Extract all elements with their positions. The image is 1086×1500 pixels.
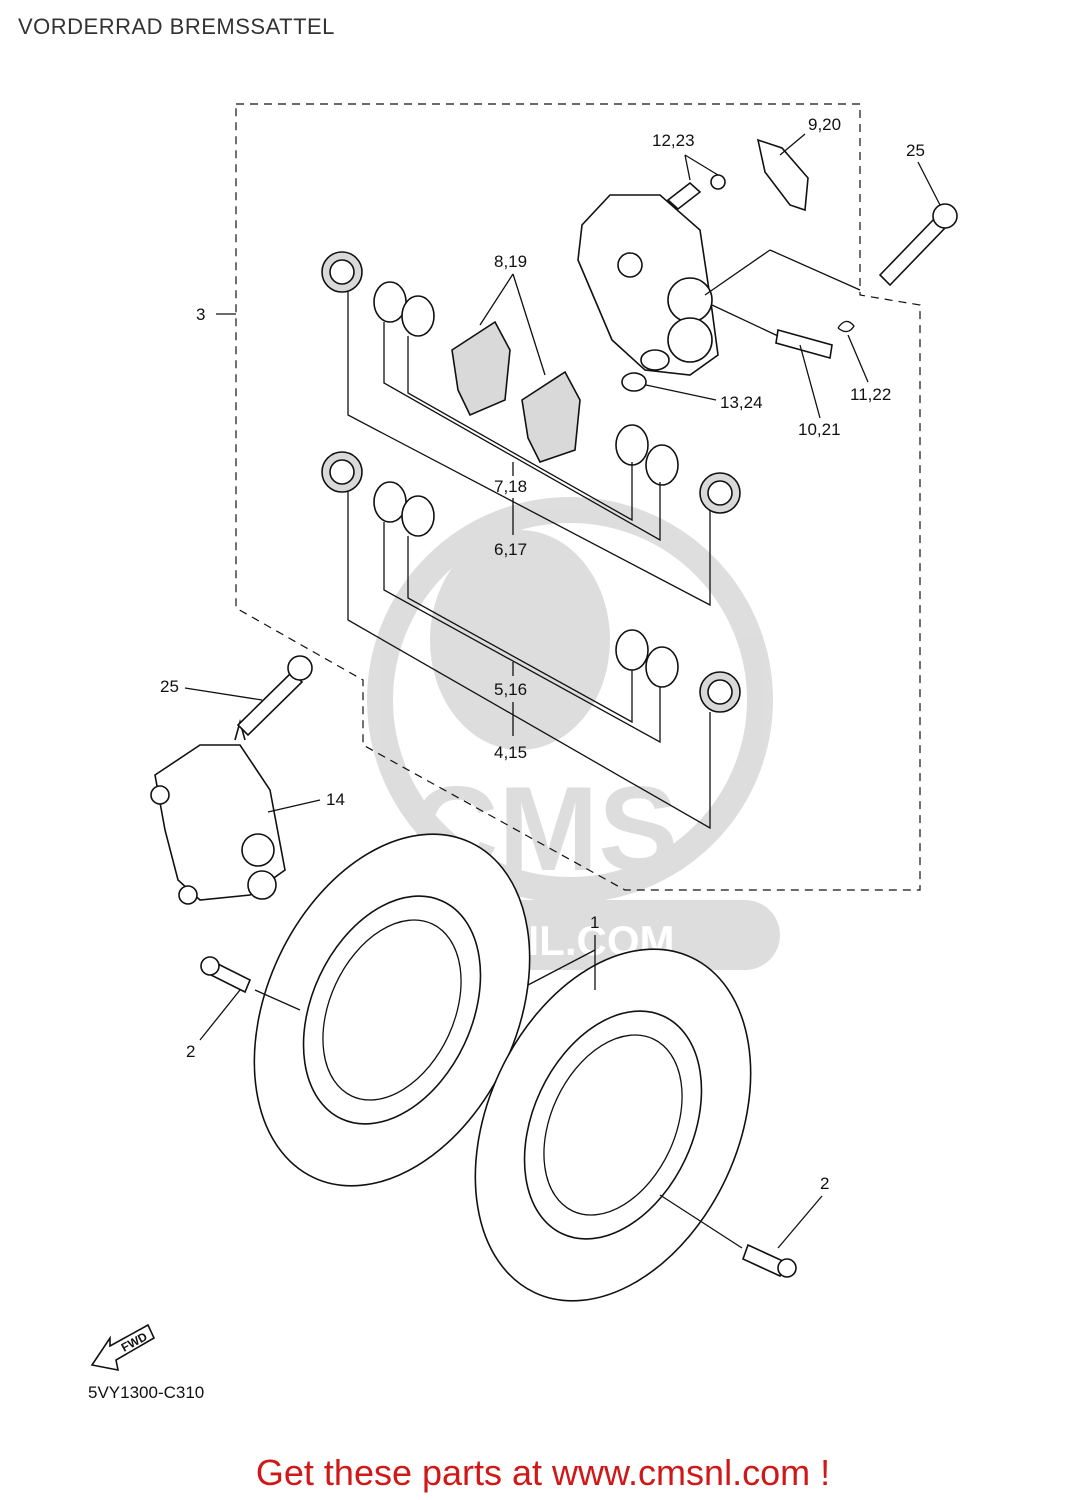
brake-disc-left [253, 833, 531, 1187]
disc-bolt-right [742, 1243, 797, 1278]
callout-7-18[interactable]: 7,18 [494, 477, 527, 496]
caliper-bolt-top [878, 203, 958, 287]
disc-bolt-left [200, 956, 252, 994]
callout-1[interactable]: 1 [590, 913, 599, 932]
callout-4-15[interactable]: 4,15 [494, 743, 527, 762]
callout-3[interactable]: 3 [196, 305, 205, 324]
caliper-bushing [621, 372, 647, 392]
brake-pads [451, 320, 581, 463]
pin-clip [837, 320, 855, 333]
pad-spring [756, 138, 809, 212]
callout-10-21[interactable]: 10,21 [798, 420, 841, 439]
assembly-outline [235, 103, 921, 891]
diagram-code: 5VY1300-C310 [88, 1383, 205, 1402]
caliper-body-top [577, 194, 719, 376]
caliper-bolt-left [236, 655, 313, 737]
callout-11-22[interactable]: 11,22 [850, 385, 891, 404]
callout-12-23[interactable]: 12,23 [652, 131, 695, 150]
callout-8-19[interactable]: 8,19 [494, 252, 527, 271]
callout-14[interactable]: 14 [326, 790, 345, 809]
callout-6-17[interactable]: 6,17 [494, 540, 527, 559]
cmsnl-link[interactable]: Get these parts at www.cmsnl.com ! [255, 1452, 831, 1493]
callout-9-20[interactable]: 9,20 [808, 115, 841, 134]
page-title: VORDERRAD BREMSSATTEL [18, 14, 335, 39]
fwd-arrow-icon: FWD [90, 1323, 156, 1372]
callout-25-top[interactable]: 25 [906, 141, 925, 160]
callout-2-right[interactable]: 2 [820, 1174, 829, 1193]
callout-13-24[interactable]: 13,24 [720, 393, 763, 412]
brake-disc-right [474, 948, 752, 1302]
piston-group-upper [321, 251, 741, 514]
caliper-assembly-left [150, 719, 286, 905]
callout-25-left[interactable]: 25 [160, 677, 179, 696]
bleed-screw [666, 174, 726, 211]
piston-group-lower [321, 451, 741, 713]
pad-pin [775, 328, 833, 360]
callout-5-16[interactable]: 5,16 [494, 680, 527, 699]
callout-2-left[interactable]: 2 [186, 1042, 195, 1061]
